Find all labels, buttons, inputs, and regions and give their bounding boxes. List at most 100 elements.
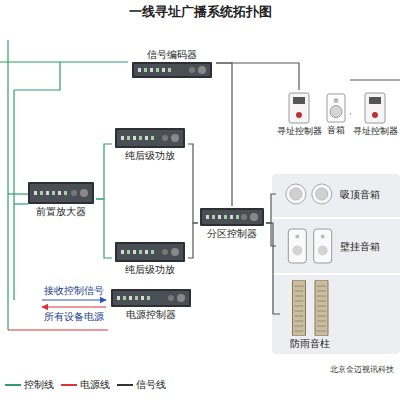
legend-line-sample [116, 381, 134, 389]
icon-part [135, 296, 138, 300]
icon-part [30, 184, 92, 202]
icon-part [144, 68, 147, 72]
control-arrow [42, 299, 106, 300]
power-amplifier: 纯后级功放 [112, 126, 188, 162]
icon-part [202, 210, 262, 224]
icon-part [372, 112, 378, 118]
control-wire [14, 203, 28, 204]
icon-part [34, 191, 37, 195]
icon-part [365, 93, 385, 123]
icon-part [117, 296, 120, 300]
signal-connector [188, 144, 198, 223]
device-icon [132, 62, 212, 78]
panel-divider [272, 273, 400, 275]
icon-part [295, 330, 304, 331]
legend-line-sample [60, 381, 78, 389]
signal-connector [96, 144, 112, 199]
signal-connector [188, 223, 198, 258]
device-label: 纯后级功放 [125, 150, 175, 161]
icon-part [133, 136, 136, 140]
legend-line [117, 384, 133, 386]
icon-part [139, 136, 142, 140]
device-label: 电源控制器 [126, 309, 176, 320]
icon-part [28, 182, 94, 204]
device-icon [364, 92, 386, 124]
ceiling-speaker: 吸顶音箱 [276, 180, 388, 208]
zone-controller: 分区控制器 [198, 206, 266, 240]
legend-line-sample [4, 381, 22, 389]
icon-part [295, 235, 299, 239]
icon-part [141, 296, 144, 300]
icon-part [139, 250, 142, 254]
icon-part [286, 184, 306, 204]
icon-part [327, 94, 345, 122]
device-label: 信号编码器 [147, 49, 197, 60]
icon-part [132, 62, 212, 78]
icon-part [317, 300, 326, 301]
legend-text: 电源线 [80, 378, 110, 392]
icon-part [171, 248, 179, 256]
device-icon [200, 208, 264, 226]
encoder-device: 信号编码器 [128, 46, 216, 80]
icon-part [321, 235, 325, 239]
icon-part [218, 215, 221, 219]
legend-item: 控制线 [4, 378, 54, 392]
icon-part [115, 242, 185, 262]
legend-line [5, 384, 21, 386]
preamplifier: 前置放大器 [26, 180, 96, 218]
power-note: 所有设备电源 [44, 310, 104, 324]
signal-connector [266, 223, 276, 246]
icon-part [198, 66, 206, 74]
device-label: 音箱 [327, 125, 345, 136]
control-wire [14, 62, 60, 90]
icon-part [145, 136, 148, 140]
power-arrow [42, 306, 106, 307]
wall-speaker: 壁挂音箱 [276, 224, 388, 268]
icon-part [369, 97, 381, 104]
icon-part [317, 290, 326, 291]
signal-wire [350, 80, 400, 81]
icon-part [117, 244, 183, 260]
device-label: 寻址控制器 [277, 126, 322, 137]
signal-note: 接收控制信号 [44, 284, 104, 298]
icon-part [121, 136, 124, 140]
control-wire [0, 61, 128, 62]
device-icon [111, 289, 191, 307]
icon-part [334, 98, 339, 103]
icon-part [46, 191, 49, 195]
legend-line [61, 384, 77, 386]
control-wire [7, 40, 8, 330]
icon-part [241, 214, 247, 220]
icon-part [177, 294, 185, 302]
icon-part [64, 191, 67, 195]
device-label: 吸顶音箱 [340, 189, 380, 200]
device-icon [326, 93, 346, 123]
device-label: 分区控制器 [207, 228, 257, 239]
icon-part [206, 215, 209, 219]
icon-part [295, 285, 304, 286]
icon-part [127, 136, 130, 140]
icon-part [317, 295, 326, 296]
icon-part [171, 134, 179, 142]
icon-part [317, 285, 326, 286]
icon-part [236, 215, 239, 219]
legend-text: 信号线 [136, 378, 166, 392]
signal-connector [266, 223, 280, 314]
device-label: 壁挂音箱 [340, 241, 380, 252]
icon-part [317, 320, 326, 321]
icon-part [250, 213, 258, 221]
device-icon [115, 128, 185, 148]
icon-part [162, 135, 168, 141]
address-controller: 寻址控制器 [276, 90, 322, 138]
device-icon [115, 242, 185, 262]
icon-part [295, 325, 304, 326]
icon-part [117, 130, 183, 146]
device-label: 前置放大器 [36, 206, 86, 217]
icon-part [295, 300, 304, 301]
power-controller: 电源控制器 [108, 286, 194, 322]
icon-part [295, 290, 304, 291]
icon-part [295, 305, 304, 306]
power-wire [8, 330, 108, 331]
icon-part [189, 67, 195, 73]
